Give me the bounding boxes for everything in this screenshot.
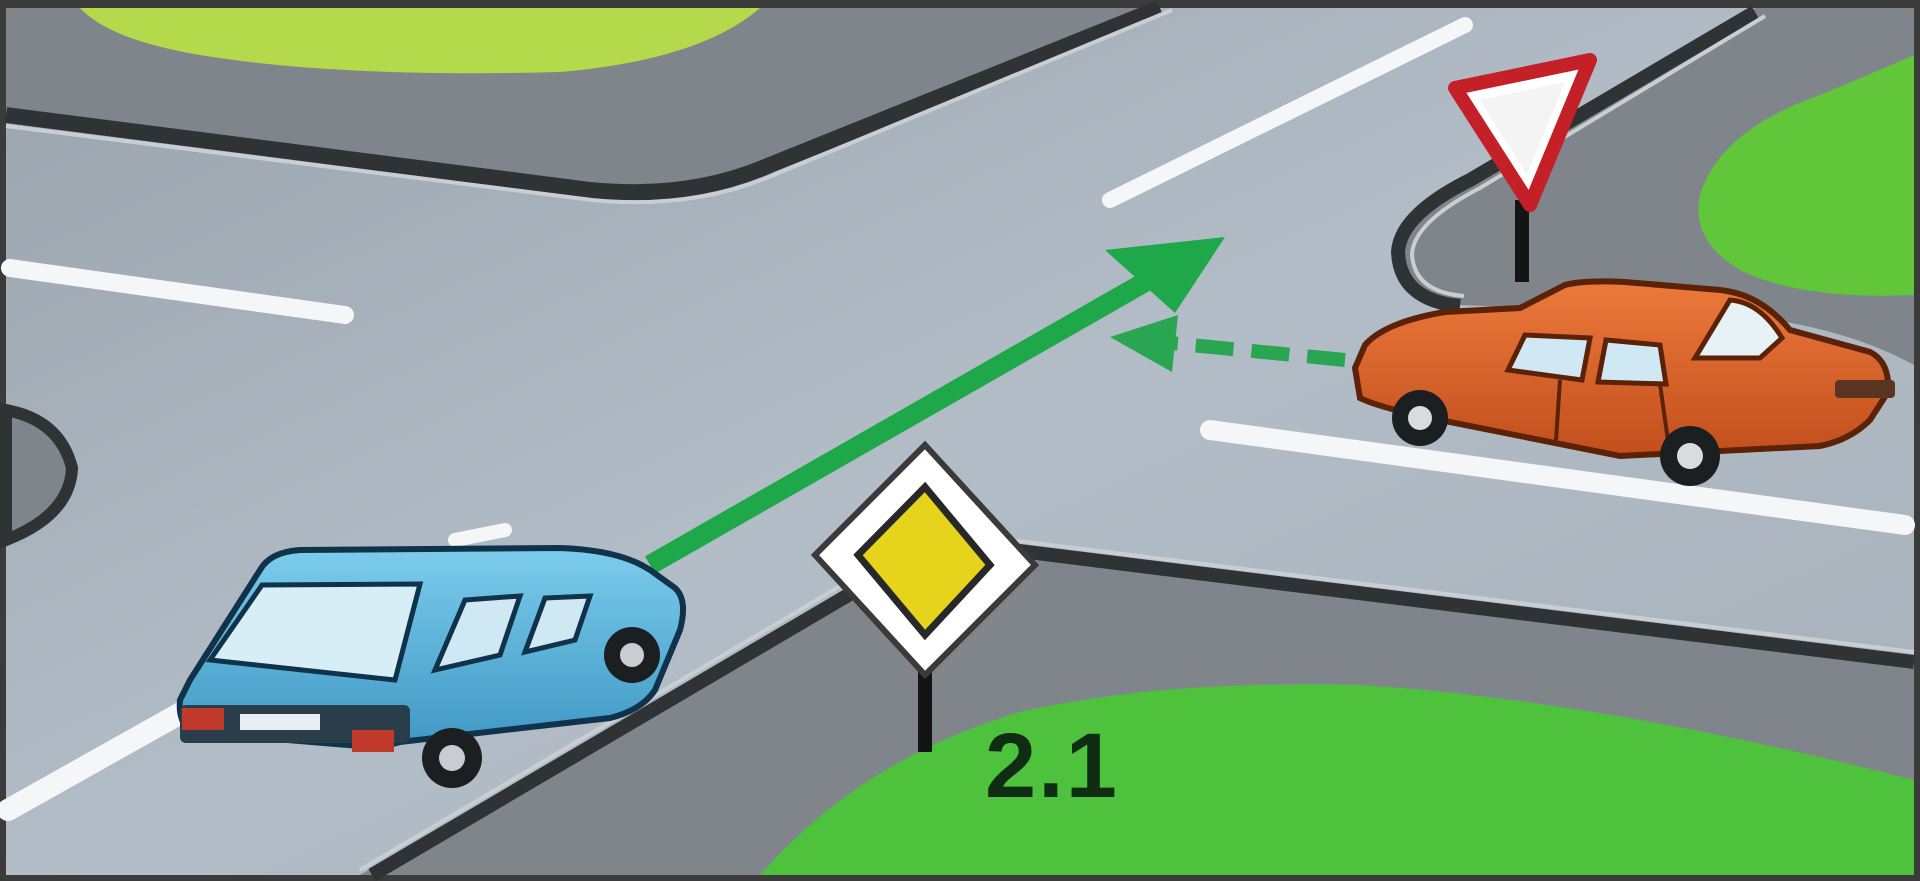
lane-marking: [455, 530, 505, 540]
orange-car-wheel: [1408, 406, 1432, 430]
orange-car-bumper: [1835, 380, 1895, 398]
blue-car-taillight: [352, 730, 394, 752]
blue-car-taillight: [182, 708, 224, 730]
main-road-sign-post: [918, 670, 932, 752]
blue-car-wheel: [620, 643, 644, 667]
blue-car-wheel: [439, 745, 465, 771]
orange-car-side-window: [1598, 340, 1666, 384]
yield-sign-post: [1515, 200, 1529, 282]
orange-car-side-window: [1508, 335, 1590, 380]
orange-car-wheel: [1677, 443, 1703, 469]
blue-car-plate: [240, 714, 320, 730]
sign-number-label: 2.1: [985, 720, 1119, 812]
